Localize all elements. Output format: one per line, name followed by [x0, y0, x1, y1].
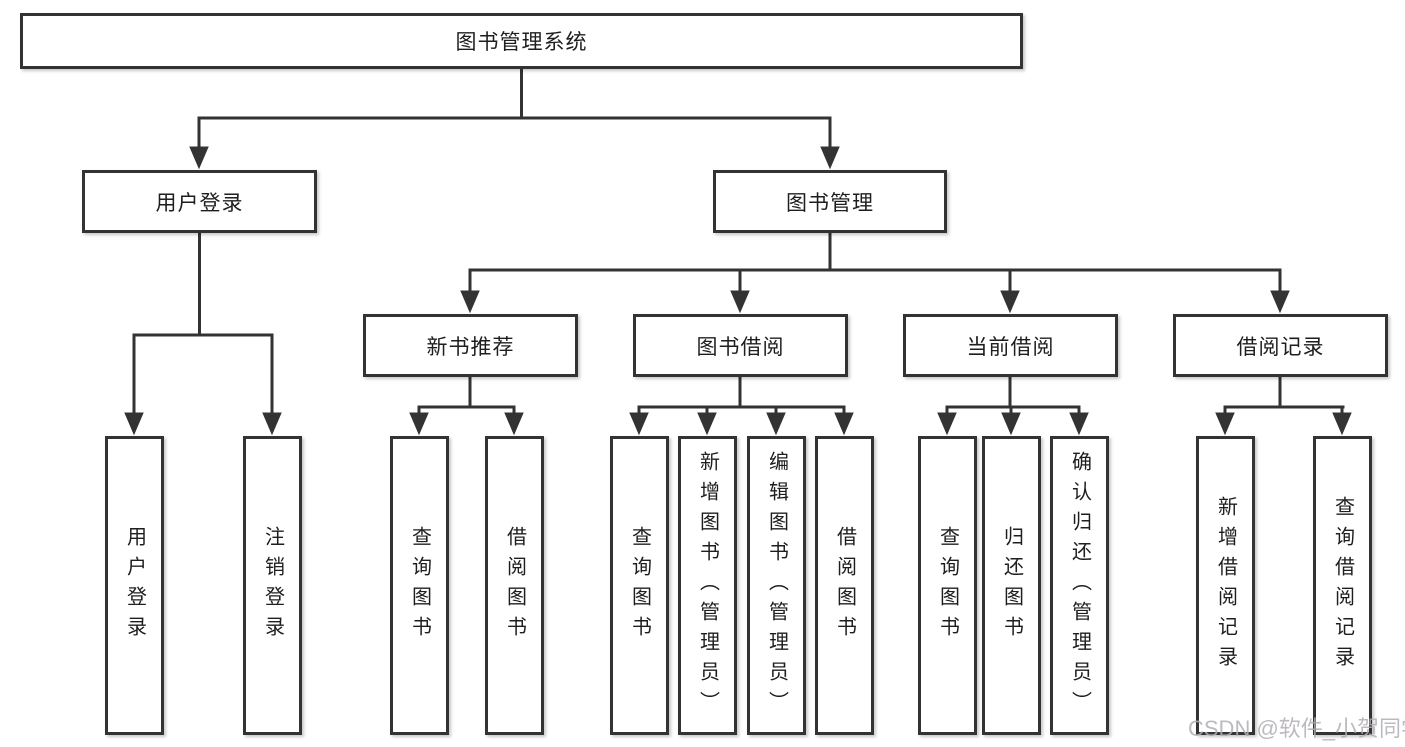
node-label: 借阅图书 [833, 525, 856, 646]
node-new-book-recommend: 新书推荐 [363, 314, 578, 377]
node-label: 借阅图书 [503, 525, 526, 646]
leaf-confirm-return-admin: 确认归还（管理员） [1050, 436, 1109, 735]
node-user-login: 用户登录 [82, 170, 317, 233]
node-label: 用户登录 [155, 191, 244, 215]
csdn-watermark: CSDN @软件_小贺同学 [1188, 716, 1405, 741]
node-label: 归还图书 [1000, 525, 1023, 646]
node-label: 新增借阅记录 [1214, 495, 1237, 676]
node-label: 查询借阅记录 [1331, 495, 1354, 676]
node-label: 查询图书 [628, 525, 651, 646]
node-label: 图书借阅 [696, 335, 785, 359]
leaf-borrow-books-newbook: 借阅图书 [485, 436, 544, 735]
node-book-borrowing: 图书借阅 [633, 314, 848, 377]
node-borrowing-records: 借阅记录 [1173, 314, 1388, 377]
leaf-query-books-current: 查询图书 [918, 436, 977, 735]
node-label: 图书管理系统 [455, 31, 588, 54]
node-label: 图书管理 [786, 191, 874, 215]
leaf-query-borrow-record: 查询借阅记录 [1313, 436, 1372, 735]
node-label: 新增图书（管理员） [696, 450, 719, 721]
leaf-borrow-books: 借阅图书 [815, 436, 874, 735]
node-label: 确认归还（管理员） [1068, 450, 1091, 721]
node-current-borrowing: 当前借阅 [903, 314, 1118, 377]
node-book-management: 图书管理 [713, 170, 947, 233]
node-label: 新书推荐 [426, 335, 515, 359]
leaf-return-books: 归还图书 [982, 436, 1041, 735]
node-label: 查询图书 [408, 525, 431, 646]
leaf-query-books-newbook: 查询图书 [390, 436, 449, 735]
node-label: 借阅记录 [1236, 335, 1325, 359]
leaf-query-books-borrowing: 查询图书 [610, 436, 669, 735]
leaf-add-borrow-record: 新增借阅记录 [1196, 436, 1255, 735]
leaf-add-books-admin: 新增图书（管理员） [678, 436, 737, 735]
leaf-edit-books-admin: 编辑图书（管理员） [747, 436, 806, 735]
node-label: 编辑图书（管理员） [765, 450, 788, 721]
node-library-management-system: 图书管理系统 [20, 13, 1023, 69]
leaf-user-login: 用户登录 [105, 436, 164, 735]
node-label: 注销登录 [261, 525, 284, 646]
node-label: 用户登录 [123, 525, 146, 646]
node-label: 查询图书 [936, 525, 959, 646]
node-label: 当前借阅 [966, 335, 1055, 359]
leaf-logout: 注销登录 [243, 436, 302, 735]
